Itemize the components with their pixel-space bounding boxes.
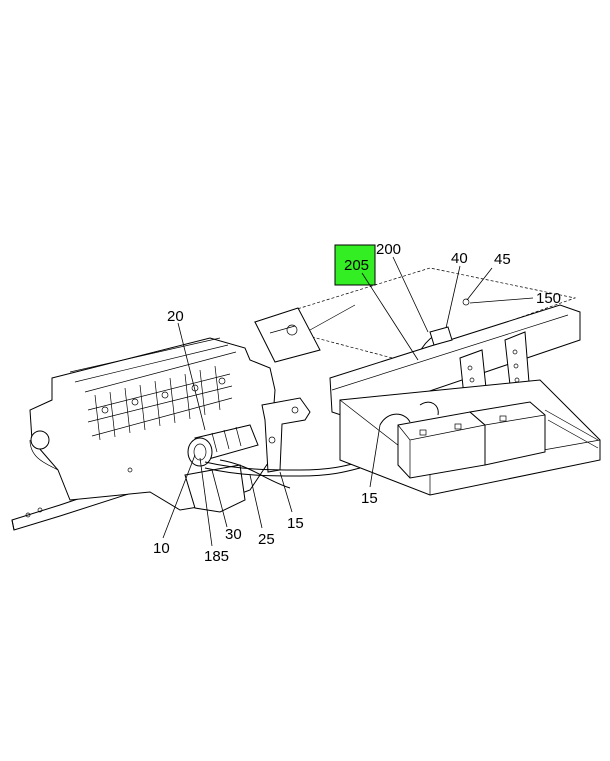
callout-205: 205	[344, 257, 369, 274]
callout-30: 30	[225, 526, 242, 543]
callout-45: 45	[494, 251, 511, 268]
frame-and-battery-box	[253, 267, 601, 496]
callout-15-starter: 15	[287, 515, 304, 532]
callout-15-battery: 15	[361, 490, 378, 507]
callout-labels: 205 200 40 45 150 20 15 15 10 185 30 25	[153, 241, 561, 565]
callout-185: 185	[204, 548, 229, 565]
callout-200: 200	[376, 241, 401, 258]
leader-lines	[162, 256, 534, 547]
callout-20: 20	[167, 308, 184, 325]
callout-150: 150	[536, 290, 561, 307]
engine-block	[11, 337, 311, 531]
callout-25: 25	[258, 531, 275, 548]
callout-40: 40	[451, 250, 468, 267]
highlight-box	[334, 244, 376, 286]
callout-10: 10	[153, 540, 170, 557]
